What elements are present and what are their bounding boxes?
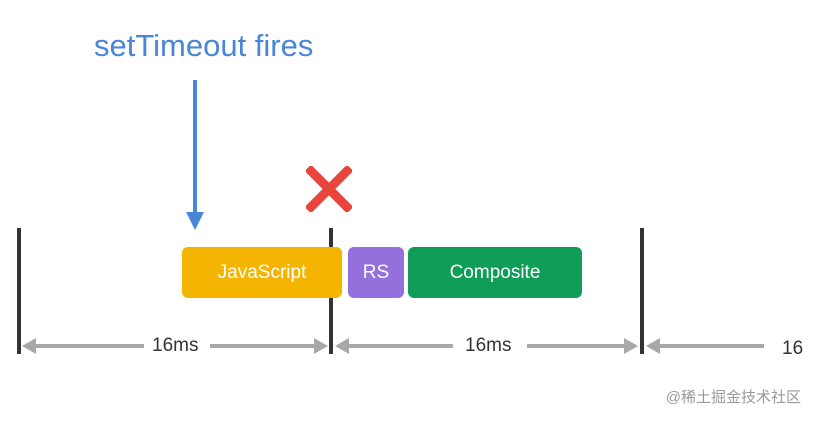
frame-3-arrow [646, 338, 764, 354]
red-cross-icon [306, 166, 352, 212]
frame-2-label: 16ms [465, 335, 512, 356]
task-rs: RS [348, 247, 404, 298]
down-arrow-icon [186, 80, 204, 230]
vsync-line-1 [17, 228, 21, 354]
task-composite: Composite [408, 247, 582, 298]
settimeout-label: setTimeout fires [94, 28, 314, 63]
watermark: @稀土掘金技术社区 [665, 389, 801, 406]
frame-1-arrow [22, 338, 328, 354]
vsync-line-3 [640, 228, 644, 354]
task-javascript: JavaScript [182, 247, 342, 298]
frame-3-label: 16 [782, 338, 804, 359]
frame-2-arrow [335, 338, 638, 354]
frame-1-label: 16ms [152, 335, 199, 356]
